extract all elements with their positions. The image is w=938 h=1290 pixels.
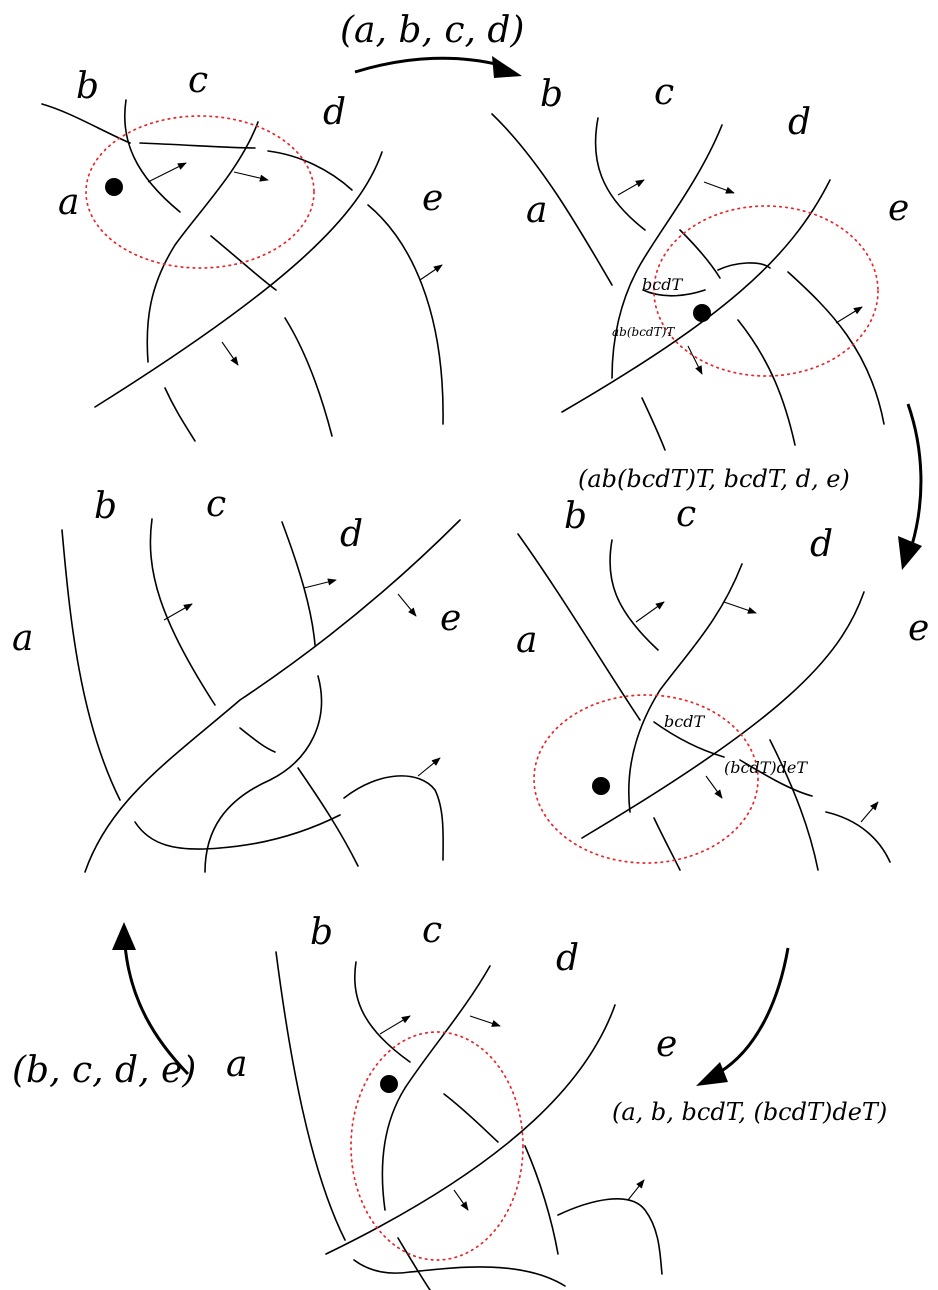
strand-label: b (540, 74, 563, 115)
strand-label: d (323, 92, 346, 133)
panel-1-labels: a b c d e (58, 60, 443, 223)
move-2-arrow (906, 403, 923, 546)
move-1-label: (a, b, c, d) (340, 10, 524, 51)
move-4-label: (b, c, d, e) (12, 1050, 196, 1091)
strand-label: d (556, 938, 579, 979)
strand-label: c (654, 72, 674, 113)
panel-2: bcdT ab(bcdT)T a b c d e (491, 72, 909, 451)
panel-4: a b c d e (226, 910, 677, 1290)
strand-label: a (12, 618, 33, 659)
strand-label: b (310, 912, 333, 953)
move-4-arrowhead (112, 922, 136, 950)
panel-3-annotation-bcdT: bcdT (664, 712, 705, 731)
panel-4-labels: a b c d e (226, 910, 677, 1085)
panel-2-basepoint-dot (693, 304, 711, 322)
panel-5: a b c d e (12, 484, 461, 873)
panel-1-strands (41, 99, 444, 442)
strand-label: e (656, 1024, 677, 1065)
move-1-arrowhead (492, 56, 522, 78)
panel-2-orientation-arrows (617, 179, 863, 375)
move-3: (a, b, bcdT, (bcdT)deT) (612, 947, 887, 1126)
strand-label: c (188, 60, 208, 101)
move-3-label: (a, b, bcdT, (bcdT)deT) (612, 1098, 887, 1126)
panel-5-strands (61, 518, 461, 873)
strand-label: d (810, 524, 833, 565)
panel-3-orientation-arrows (635, 601, 879, 823)
panel-4-orientation-arrows (379, 1015, 645, 1211)
strand-label: e (908, 608, 929, 649)
move-3-arrowhead (696, 1062, 728, 1086)
strand-label: b (76, 66, 99, 107)
move-2-arrowhead (898, 536, 922, 570)
strand-label: e (422, 178, 443, 219)
panel-1-move-region (85, 115, 315, 269)
panel-2-strands (491, 113, 885, 451)
panel-3-move-region (533, 694, 759, 864)
panel-3-basepoint-dot (592, 777, 610, 795)
panel-4-basepoint-dot (380, 1075, 398, 1093)
move-4: (b, c, d, e) (12, 922, 196, 1091)
move-2-label: (ab(bcdT)T, bcdT, d, e) (578, 465, 850, 493)
panel-3-strands (517, 533, 891, 871)
panel-5-orientation-arrows (163, 578, 441, 777)
panel-5-labels: a b c d e (12, 484, 461, 659)
strand-label: a (226, 1044, 247, 1085)
panel-3: bcdT (bcdT)deT a b c d e (516, 494, 929, 871)
move-3-arrow (719, 947, 790, 1074)
strand-label: d (788, 102, 811, 143)
panel-2-annotation-bcdT: bcdT (642, 275, 683, 294)
panel-1: a b c d e (41, 60, 444, 442)
strand-label: c (676, 494, 696, 535)
panel-4-move-region (350, 1031, 524, 1261)
panel-1-orientation-arrows (147, 162, 443, 366)
move-4-arrow (123, 944, 190, 1076)
strand-label: b (564, 496, 587, 537)
panel-2-move-region (653, 205, 879, 377)
panel-2-annotation-ab-bcdT-T: ab(bcdT)T (612, 325, 675, 339)
strand-label: b (94, 486, 117, 527)
move-2: (ab(bcdT)T, bcdT, d, e) (578, 403, 923, 570)
strand-label: a (516, 620, 537, 661)
strand-label: d (340, 514, 363, 555)
strand-label: a (58, 182, 79, 223)
panel-3-annotation-bcdT-deT: (bcdT)deT (724, 758, 808, 777)
panel-1-basepoint-dot (105, 178, 123, 196)
strand-label: c (422, 910, 442, 951)
panel-3-labels: a b c d e (516, 494, 929, 661)
move-1: (a, b, c, d) (340, 10, 524, 78)
panel-4-strands (275, 951, 663, 1290)
strand-label: e (440, 598, 461, 639)
strand-label: a (526, 190, 547, 231)
strand-label: c (206, 484, 226, 525)
move-1-arrow (354, 56, 501, 74)
panel-2-labels: a b c d e (526, 72, 909, 231)
strand-label: e (888, 188, 909, 229)
